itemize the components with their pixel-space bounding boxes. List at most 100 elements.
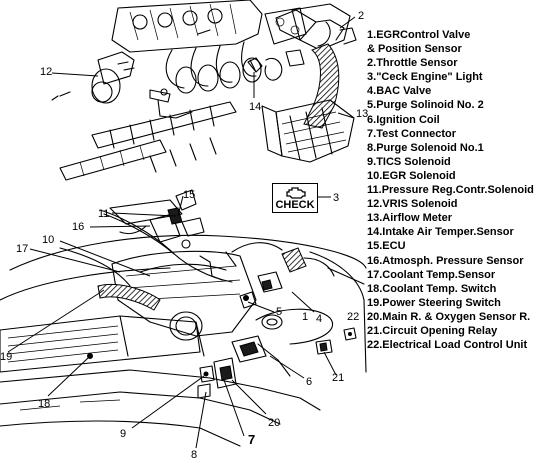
legend-item-label: Intake Air Temper.Sensor [382,226,514,239]
legend-item: 7.Test Connector [367,127,557,141]
legend-item-number: 8. [367,141,377,154]
legend-item-number: 19. [367,296,383,309]
legend-item-label: BAC Valve [376,85,432,98]
legend-item-label: Airflow Meter [382,212,452,225]
legend-item: 19.Power Steering Switch [367,296,557,310]
callout-12: 12 [40,66,52,78]
legend-item: 18.Coolant Temp. Switch [367,282,557,296]
callout-6: 6 [306,376,312,388]
callout-20: 20 [268,417,280,429]
legend-item: 14.Intake Air Temper.Sensor [367,225,557,239]
legend-item-label: Coolant Temp. Switch [382,282,497,295]
legend-item: 20.Main R. & Oxygen Sensor R. [367,310,557,324]
legend-item: 10.EGR Solenoid [367,169,557,183]
legend-item: 1.EGRControl Valve [367,28,557,42]
callout-21: 21 [332,372,344,384]
legend-item: 17.Coolant Temp.Sensor [367,268,557,282]
legend-item-label: Circuit Opening Relay [382,324,498,337]
legend-item-label: EGR Solenoid [382,169,456,182]
legend-item: 22.Electrical Load Control Unit [367,338,557,352]
airflow-meter-assembly [261,9,355,163]
legend-item-number: 4. [367,85,377,98]
legend-item-label: Throttle Sensor [376,57,458,70]
callout-18: 18 [38,398,50,410]
legend-item-label: EGRControl Valve [376,29,471,41]
callout-17: 17 [16,243,28,255]
legend-item-label: Purge Solinoid No. 2 [376,99,484,112]
callout-10: 10 [42,234,54,246]
legend-item-number: 21. [367,324,383,337]
legend-item: 5.Purge Solinoid No. 2 [367,98,557,112]
legend-item-number: 13. [367,212,383,225]
legend-item: 8.Purge Solenoid No.1 [367,141,557,155]
legend-item-number: 14. [367,226,383,239]
callout-22: 22 [347,311,359,323]
legend-item-number: 6. [367,113,377,126]
check-engine-light: CHECK [272,183,318,213]
legend-item: & Position Sensor [367,42,557,56]
callout-19: 19 [0,351,12,363]
legend-item: 3."Ceck Engine" Light [367,70,557,84]
legend-item-label: Atmosph. Pressure Sensor [382,254,524,267]
legend-item-label: ECU [382,240,406,253]
legend-item-number: 17. [367,268,383,281]
legend-item-label: "Ceck Engine" Light [376,71,483,84]
leader-lines [7,16,356,449]
legend-item-number: 22. [367,339,383,352]
legend-item-label: VRIS Solenoid [382,198,458,211]
legend-item: 16.Atmosph. Pressure Sensor [367,254,557,268]
legend-item: 11.Pressure Reg.Contr.Solenoid [367,183,557,197]
legend-item-label: Purge Solenoid No.1 [376,141,484,154]
legend-item-number: 11. [367,184,382,197]
legend-item: 6.Ignition Coil [367,113,557,127]
callout-numbers: 1 2 3 4 5 6 7 8 9 10 11 12 13 14 15 16 1… [0,10,368,461]
legend-item-number: 5. [367,99,377,112]
legend-item-label: Power Steering Switch [382,296,501,309]
legend-item-number: 10. [367,169,383,182]
legend-item-number: 3. [367,71,377,84]
intake-manifold-exploded [51,0,357,181]
callout-14: 14 [249,101,261,113]
legend-item-number: 12. [367,198,383,211]
legend-item-label: TICS Solenoid [376,155,451,168]
legend-item-number: 18. [367,282,383,295]
legend-item-number: 15. [367,240,383,253]
callout-4: 4 [316,313,322,325]
callout-16: 16 [72,221,84,233]
callout-13: 13 [356,108,368,120]
legend-item: 9.TICS Solenoid [367,155,557,169]
legend-item-label: Ignition Coil [376,113,440,126]
legend-item: 2.Throttle Sensor [367,56,557,70]
legend-item-number: 7. [367,127,377,140]
legend-item-label: & Position Sensor [367,43,462,56]
legend-item: 21.Circuit Opening Relay [367,324,557,338]
callout-8: 8 [191,449,197,461]
legend-item-number: 9. [367,155,377,168]
legend-item: 13.Airflow Meter [367,211,557,225]
legend-item: 15.ECU [367,239,557,253]
legend-item-number: 16. [367,254,383,267]
callout-2: 2 [358,10,364,22]
engine-icon [286,187,306,199]
legend-item-label: Electrical Load Control Unit [382,339,528,352]
check-engine-label: CHECK [275,199,315,211]
callout-7: 7 [248,432,255,447]
callout-15: 15 [183,189,195,201]
engine-bay [0,189,367,447]
legend-item-label: Main R. & Oxygen Sensor R. [382,310,531,323]
callout-5: 5 [276,306,282,318]
legend-item-number: 2. [367,57,377,70]
legend-item-number: 20. [367,310,383,323]
callout-11: 11 [98,208,109,220]
legend-item: 12.VRIS Solenoid [367,197,557,211]
callout-9: 9 [120,428,126,440]
legend-item-label: Test Connector [376,127,457,140]
legend-item: 4.BAC Valve [367,84,557,98]
legend-item-label: Pressure Reg.Contr.Solenoid [381,184,534,197]
legend-item-label: Coolant Temp.Sensor [382,268,496,281]
callout-3: 3 [333,192,339,204]
legend-item-number: 1. [367,29,377,41]
